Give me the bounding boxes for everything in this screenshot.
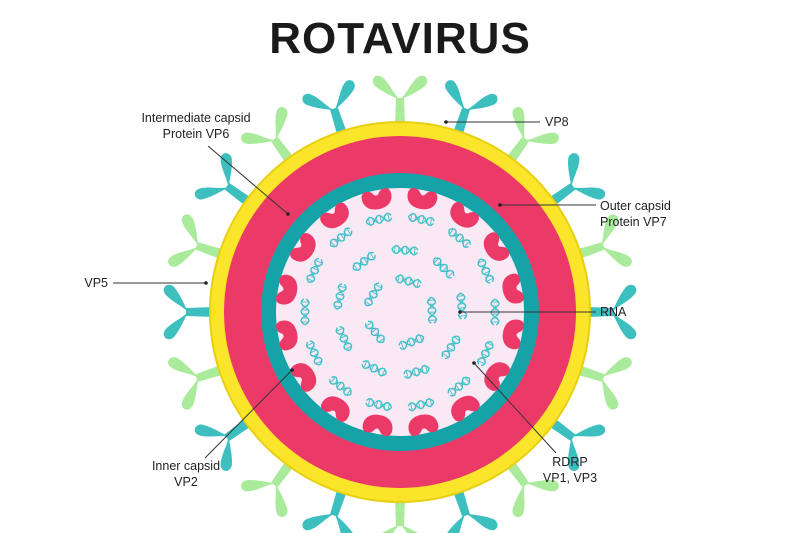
label-inner-capsid-line1: Inner capsid [152, 459, 220, 473]
rna-helix [305, 340, 323, 366]
label-vp8: VP8 [444, 115, 569, 129]
rna-helix [364, 282, 383, 307]
rna-helix [394, 274, 422, 288]
rna-helix [365, 212, 393, 226]
virus-core [276, 188, 524, 436]
diagram-title: ROTAVIRUS [269, 14, 531, 63]
rna-helix [448, 228, 471, 248]
rna-helix [398, 334, 425, 350]
rna-helix [477, 258, 495, 284]
spike [163, 284, 214, 340]
rdrp-protein [275, 274, 298, 305]
rna-helix [441, 335, 461, 360]
rdrp-proteins [275, 187, 525, 437]
rdrp-protein [502, 273, 524, 304]
label-rna: RNA [458, 305, 627, 319]
rna-helix [407, 212, 435, 227]
rna-helix [352, 251, 376, 271]
spike [445, 487, 498, 533]
rdrp-protein [362, 414, 393, 437]
rdrp-protein [483, 232, 510, 261]
spike [505, 459, 559, 518]
rna-helix [391, 244, 419, 256]
spike [302, 80, 355, 137]
spike [382, 498, 418, 533]
spike-proteins [163, 75, 637, 533]
rdrp-protein [361, 188, 392, 210]
label-outer-capsid-line1: Outer capsid [600, 199, 671, 213]
spike [586, 284, 637, 340]
label-inner-capsid: Inner capsid VP2 [152, 368, 294, 489]
label-intermediate-capsid-line2: Protein VP6 [163, 127, 230, 141]
label-inner-capsid-line2: VP2 [174, 475, 198, 489]
rna-helix [447, 376, 471, 397]
rna-strands [300, 212, 500, 412]
rdrp-protein [290, 233, 316, 262]
rdrp-protein [451, 395, 480, 422]
rna-helix [364, 320, 385, 344]
rdrp-protein [276, 320, 298, 351]
label-rdrp-line2: VP1, VP3 [543, 471, 597, 485]
rna-helix [329, 227, 353, 248]
label-intermediate-capsid-line1: Intermediate capsid [141, 111, 250, 125]
spike [168, 357, 225, 410]
rdrp-protein [484, 362, 510, 391]
spike [575, 214, 632, 267]
rna-helix [300, 298, 310, 326]
rdrp-protein [290, 363, 317, 392]
label-outer-capsid: Outer capsid Protein VP7 [498, 199, 671, 229]
rna-helix [477, 340, 494, 367]
label-outer-capsid-line2: Protein VP7 [600, 215, 667, 229]
rdrp-protein [320, 202, 349, 229]
rna-helix [333, 283, 347, 310]
spike [302, 487, 355, 533]
label-vp8-text: VP8 [545, 115, 569, 129]
label-rdrp: RDRP VP1, VP3 [472, 361, 597, 485]
rna-helix [403, 364, 430, 379]
rna-helix [329, 376, 352, 396]
label-vp5: VP5 [84, 276, 208, 290]
label-rdrp-line1: RDRP [552, 455, 587, 469]
rdrp-protein [408, 414, 439, 436]
rna-helix [306, 257, 323, 284]
rna-helix [432, 257, 455, 279]
rdrp-protein [502, 319, 525, 350]
spike [372, 75, 428, 126]
rdrp-protein [321, 396, 350, 422]
rna-helix [407, 398, 435, 412]
label-intermediate-capsid: Intermediate capsid Protein VP6 [141, 111, 290, 216]
rna-helix [426, 296, 438, 324]
rdrp-protein [450, 202, 479, 228]
rdrp-protein [407, 187, 438, 210]
spike [168, 214, 225, 267]
rna-helix [365, 397, 393, 412]
label-rna-text: RNA [600, 305, 627, 319]
spike [575, 357, 632, 410]
rna-helix [335, 325, 353, 352]
rna-helix [361, 360, 387, 377]
label-vp5-text: VP5 [84, 276, 108, 290]
